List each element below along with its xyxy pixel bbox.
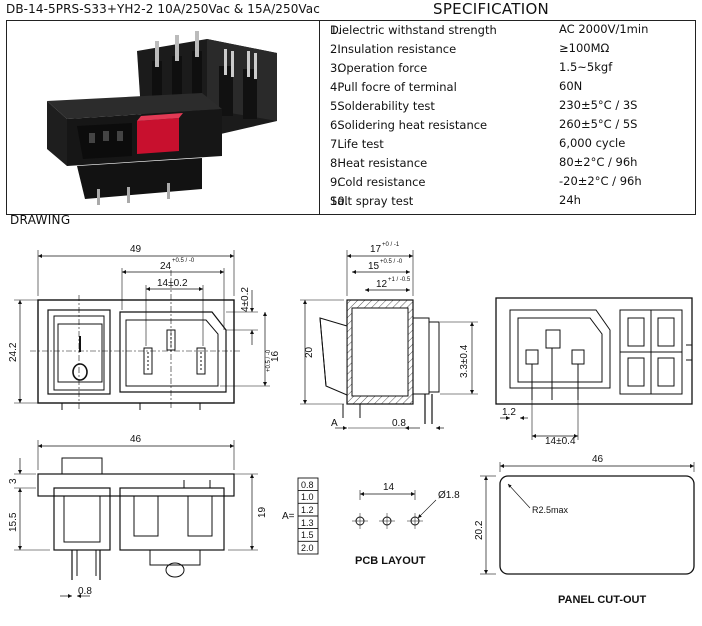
dim-text: 0.8 bbox=[392, 418, 406, 429]
spec-value: 1.5~5kgf bbox=[559, 60, 613, 74]
model-title: DB-14-5PRS-S33+YH2-2 10A/250Vac & 15A/25… bbox=[6, 2, 320, 16]
dim-text: R2.5max bbox=[532, 505, 569, 515]
product-photo bbox=[7, 21, 320, 214]
dim-text: 16 bbox=[270, 350, 281, 362]
a-value: 1.2 bbox=[301, 505, 314, 515]
a-value: 2.0 bbox=[301, 543, 314, 553]
dim-tolerance: +0.5 / -0 bbox=[380, 259, 403, 265]
a-label: A= bbox=[282, 511, 295, 522]
dim-text: 17 bbox=[370, 244, 382, 255]
dim-text: 19 bbox=[257, 506, 268, 518]
dim-text: 1.2 bbox=[502, 407, 516, 418]
dim-text: 20.2 bbox=[474, 520, 485, 540]
spec-value: 230±5°C / 3S bbox=[559, 98, 638, 112]
spec-value: 24h bbox=[559, 193, 581, 207]
dim-text: 14±0.2 bbox=[157, 278, 188, 289]
a-value: 0.8 bbox=[301, 480, 314, 490]
spec-name: Insulation resistance bbox=[337, 42, 457, 56]
dim-text: A bbox=[331, 418, 338, 429]
side-view bbox=[300, 250, 478, 431]
dim-text: 49 bbox=[130, 244, 142, 255]
drawing-label: DRAWING bbox=[10, 213, 71, 227]
dim-tolerance: +0.5 / -0 bbox=[266, 349, 272, 372]
top-panel: 1. Dielectric withstand strength AC 2000… bbox=[6, 20, 696, 215]
dim-text: 15 bbox=[368, 261, 380, 272]
spec-value: AC 2000V/1min bbox=[559, 22, 649, 36]
spec-name: Solidering heat resistance bbox=[337, 118, 488, 132]
spec-name: Dielectric withstand strength bbox=[330, 23, 497, 37]
pcb-layout bbox=[352, 490, 437, 529]
spec-row: 9. Cold resistance -20±2°C / 96h bbox=[330, 174, 642, 189]
dim-tolerance: +0.5 / -0 bbox=[172, 258, 195, 264]
spec-value: 6,000 cycle bbox=[559, 136, 626, 150]
bottom-view bbox=[14, 440, 258, 599]
dim-text: 46 bbox=[592, 454, 604, 465]
spec-row: 4. Pull focre of terminal 60N bbox=[330, 79, 583, 94]
dim-text: 24.2 bbox=[8, 342, 19, 362]
front-view bbox=[14, 250, 270, 410]
a-value: 1.3 bbox=[301, 518, 314, 528]
spec-name: Solderability test bbox=[337, 99, 435, 113]
pcb-layout-label: PCB LAYOUT bbox=[355, 555, 426, 567]
spec-value: ≥100MΩ bbox=[559, 41, 610, 55]
spec-row: 1. Dielectric withstand strength AC 2000… bbox=[330, 22, 649, 37]
spec-name: Pull focre of terminal bbox=[337, 80, 457, 94]
spec-title: SPECIFICATION bbox=[433, 0, 550, 18]
spec-name: Heat resistance bbox=[337, 156, 428, 170]
spec-value: 60N bbox=[559, 79, 583, 93]
dim-text: 15.5 bbox=[8, 512, 19, 532]
front-view-dims: 49 24 +0.5 / -0 14±0.2 4±0.2 16 +0.5 / -… bbox=[8, 244, 281, 372]
a-value: 1.0 bbox=[301, 492, 314, 502]
dim-text: 46 bbox=[130, 434, 142, 445]
dim-text: 14 bbox=[383, 482, 395, 493]
spec-name: Salt spray test bbox=[330, 194, 414, 208]
bottom-view-dims: 46 3 15.5 19 0.8 bbox=[8, 434, 268, 597]
spec-row: 7. Life test 6,000 cycle bbox=[330, 136, 626, 151]
dim-text: 4±0.2 bbox=[240, 287, 251, 312]
dim-tolerance: +0 / -1 bbox=[382, 242, 400, 248]
switch-front-flange bbox=[47, 93, 222, 205]
spec-row: 3. Operation force 1.5~5kgf bbox=[330, 60, 613, 75]
spec-row: 8. Heat resistance 80±2°C / 96h bbox=[330, 155, 638, 170]
spec-row: 2. Insulation resistance ≥100MΩ bbox=[330, 41, 610, 56]
dim-text: 12 bbox=[376, 279, 388, 290]
a-value-table-text: A= 0.8 1.0 1.2 1.3 1.5 2.0 bbox=[282, 480, 314, 553]
spec-name: Life test bbox=[337, 137, 384, 151]
dim-text: 20 bbox=[304, 346, 315, 358]
spec-value: 260±5°C / 5S bbox=[559, 117, 638, 131]
spec-row: 6. Solidering heat resistance 260±5°C / … bbox=[330, 117, 638, 132]
spec-row: 5. Solderability test 230±5°C / 3S bbox=[330, 98, 638, 113]
dim-text: 0.8 bbox=[78, 586, 92, 597]
spec-name: Operation force bbox=[337, 61, 428, 75]
side-view-dims: 17 +0 / -1 15 +0.5 / -0 12 +1 / -0.5 20 … bbox=[304, 242, 470, 429]
dim-text: 24 bbox=[160, 261, 172, 272]
spec-value: 80±2°C / 96h bbox=[559, 155, 638, 169]
spec-name: Cold resistance bbox=[337, 175, 426, 189]
rear-view bbox=[495, 297, 693, 440]
panel-cutout bbox=[480, 462, 695, 575]
a-value-table bbox=[297, 477, 319, 555]
rear-view-dims: 1.2 14±0.4 bbox=[502, 407, 576, 447]
panel-cutout-label: PANEL CUT-OUT bbox=[558, 594, 646, 606]
a-value: 1.5 bbox=[301, 530, 314, 540]
dim-tolerance: +1 / -0.5 bbox=[388, 277, 411, 283]
spec-table: 1. Dielectric withstand strength AC 2000… bbox=[320, 21, 695, 214]
dim-text: 14±0.4 bbox=[545, 436, 576, 447]
spec-row: 10. Salt spray test 24h bbox=[330, 193, 581, 208]
spec-value: -20±2°C / 96h bbox=[559, 174, 642, 188]
dim-text: 3 bbox=[8, 478, 19, 484]
dim-text: Ø1.8 bbox=[438, 490, 460, 501]
product-render bbox=[47, 31, 277, 205]
dim-text: 3.3±0.4 bbox=[459, 344, 470, 378]
